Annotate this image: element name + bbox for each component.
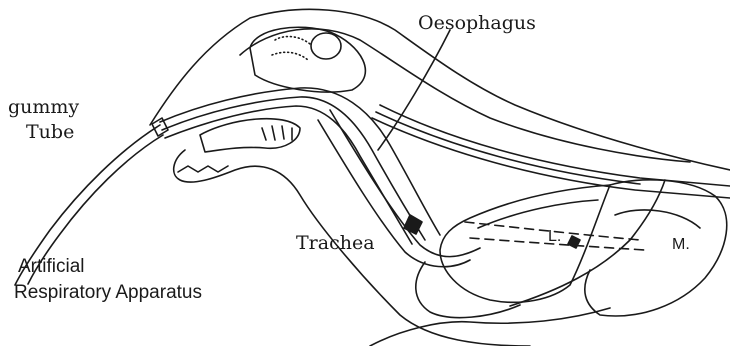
oesophagus-label: Oesophagus	[418, 12, 536, 34]
brain-mass	[311, 33, 341, 59]
oesophagus-upper-wall	[380, 105, 730, 186]
tube-label: Tube	[26, 121, 74, 143]
lower-jaw-teeth	[178, 166, 228, 172]
trachea-label: Trachea	[296, 232, 375, 254]
lung-mark-label: L.	[548, 226, 561, 248]
gummy-tube-clip	[152, 118, 168, 136]
tongue	[200, 119, 300, 152]
gummy-label: gummy	[8, 96, 79, 118]
palate-hatch	[262, 126, 292, 140]
m-mark-label: M.	[672, 234, 690, 256]
respiratory-apparatus-label: Respiratory Apparatus	[14, 282, 202, 304]
m-region-inner	[615, 210, 700, 228]
upper-tract-1	[160, 88, 440, 235]
skull-dots	[272, 37, 310, 60]
upper-tract-3	[165, 106, 412, 244]
lung-lobes	[416, 262, 520, 318]
oesophagus-inner	[376, 112, 640, 184]
artificial-label: Artificial	[18, 256, 85, 278]
upper-tract-2	[162, 97, 425, 240]
lung-inner-line	[478, 200, 598, 228]
